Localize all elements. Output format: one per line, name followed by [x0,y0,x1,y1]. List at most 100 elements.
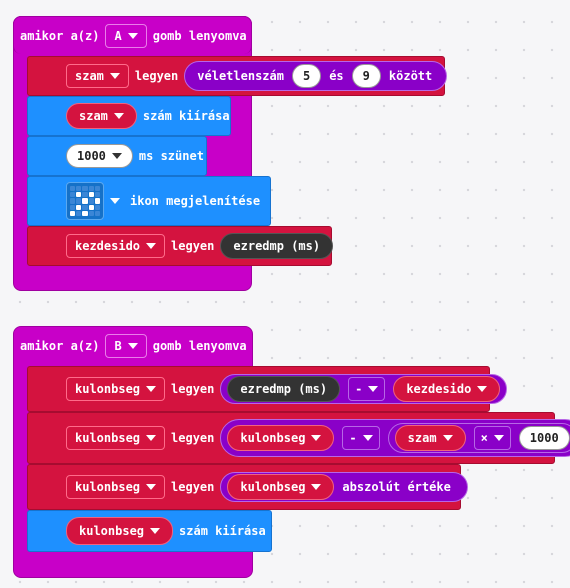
set-kezdesido-row: kezdesido legyen ezredmp (ms) [66,233,334,259]
show-number-block[interactable] [27,96,231,136]
variable-name: szam [75,69,104,83]
led-cell [70,198,76,204]
pause-label: ms szünet [138,149,204,163]
variable-dropdown-kulonbseg[interactable]: kulonbseg [66,377,166,401]
variable-reporter-kulonbseg[interactable]: kulonbseg [227,425,335,451]
absolute-value-label: abszolút értéke [342,480,451,494]
absolute-value-reporter[interactable]: kulonbseg abszolút értéke [220,472,468,502]
led-cell [82,192,88,198]
led-cell [82,204,88,210]
millis-reporter[interactable]: ezredmp (ms) [227,376,341,402]
event-suffix-text: gomb lenyomva [152,29,247,43]
led-cell [76,198,82,204]
show-number-row: szam szám kiírása [66,103,230,129]
show-icon-row: ikon megjelenítése [66,182,260,220]
led-cell [94,192,100,198]
show-number-label: szám kiírása [142,109,230,123]
set-kulonbseg-scale-row: kulonbseg legyen kulonbseg - szam × 1000 [66,419,570,457]
button-selector-dropdown[interactable]: B [105,334,147,358]
set-kulonbseg-abs-row: kulonbseg legyen kulonbseg abszolút érté… [66,472,468,502]
variable-name: kulonbseg [75,431,141,445]
led-cell [70,192,76,198]
set-kulonbseg-diff-row: kulonbseg legyen ezredmp (ms) - kezdesid… [66,374,508,404]
random-max-input[interactable]: 9 [351,64,381,88]
set-szam-row: szam legyen véletlenszám 5 és 9 között [66,61,448,91]
random-and-text: és [329,69,344,83]
chevron-down-icon[interactable] [110,198,120,204]
show-number-row: kulonbseg szám kiírása [66,517,266,545]
chevron-down-icon [109,73,120,79]
led-cell [88,192,94,198]
chevron-down-icon [111,153,122,159]
pause-row: 1000 ms szünet [66,143,204,169]
led-cell [76,192,82,198]
led-cell [70,210,76,216]
pause-duration-dropdown[interactable]: 1000 [66,144,133,168]
subtract-reporter[interactable]: ezredmp (ms) - kezdesido [220,374,508,404]
legyen-text: legyen [171,239,215,253]
operator-dropdown[interactable]: - [348,377,386,401]
variable-name: kulonbseg [75,382,141,396]
operator-dropdown[interactable]: - [342,426,380,450]
led-cell [94,210,100,216]
variable-dropdown-kulonbseg[interactable]: kulonbseg [66,475,166,499]
led-cell [82,210,88,216]
legyen-text: legyen [171,480,215,494]
confused-icon[interactable] [66,182,104,220]
chevron-down-icon [146,435,157,441]
variable-name: kulonbseg [240,480,306,494]
chevron-down-icon [127,343,138,349]
button-selector-value: A [114,29,122,43]
chevron-down-icon [113,113,124,119]
variable-dropdown-kezdesido[interactable]: kezdesido [66,234,166,258]
variable-reporter-kezdesido[interactable]: kezdesido [393,376,501,402]
variable-dropdown-szam[interactable]: szam [66,64,129,88]
millis-label: ezredmp (ms) [240,382,328,396]
led-cell [76,204,82,210]
led-cell [94,186,100,192]
multiply-reporter[interactable]: szam × 1000 [387,423,570,453]
variable-reporter-kulonbseg[interactable]: kulonbseg [66,517,174,545]
pause-duration-value: 1000 [77,149,106,163]
legyen-text: legyen [134,69,179,83]
led-cell [88,210,94,216]
led-cell [70,204,76,210]
millis-label: ezredmp (ms) [233,239,321,253]
button-selector-dropdown[interactable]: A [105,24,147,48]
led-cell [70,186,76,192]
chevron-down-icon [311,484,322,490]
variable-name: kulonbseg [240,431,306,445]
operator-value: × [480,431,488,445]
chevron-down-icon [362,435,373,441]
led-cell [88,198,94,204]
random-reporter[interactable]: véletlenszám 5 és 9 között [184,61,448,91]
subtract-reporter[interactable]: kulonbseg - szam × 1000 [220,419,570,457]
random-min-input[interactable]: 5 [291,64,322,88]
led-cell [88,186,94,192]
variable-dropdown-kulonbseg[interactable]: kulonbseg [66,426,166,450]
variable-reporter-kulonbseg[interactable]: kulonbseg [227,474,335,500]
button-selector-value: B [114,339,122,353]
operator-value: - [349,431,357,445]
variable-name: szam [79,109,108,123]
variable-name: kezdesido [75,239,141,253]
chevron-down-icon [442,435,453,441]
operator-dropdown[interactable]: × [473,426,511,450]
chevron-down-icon [146,243,157,249]
led-cell [88,204,94,210]
chevron-down-icon [150,528,161,534]
random-label: véletlenszám [197,69,284,83]
variable-reporter-szam[interactable]: szam [394,425,466,451]
millis-reporter[interactable]: ezredmp (ms) [220,233,334,259]
led-cell [94,198,100,204]
event-prefix-text: amikor a(z) [20,339,100,353]
variable-name: kulonbseg [79,524,145,538]
show-icon-label: ikon megjelenítése [130,194,261,208]
variable-name: kezdesido [406,382,472,396]
chevron-down-icon [146,484,157,490]
operator-value: - [355,382,363,396]
legyen-text: legyen [171,431,215,445]
chevron-down-icon [477,386,488,392]
variable-reporter-szam[interactable]: szam [66,103,137,129]
multiplier-input[interactable]: 1000 [518,426,570,450]
